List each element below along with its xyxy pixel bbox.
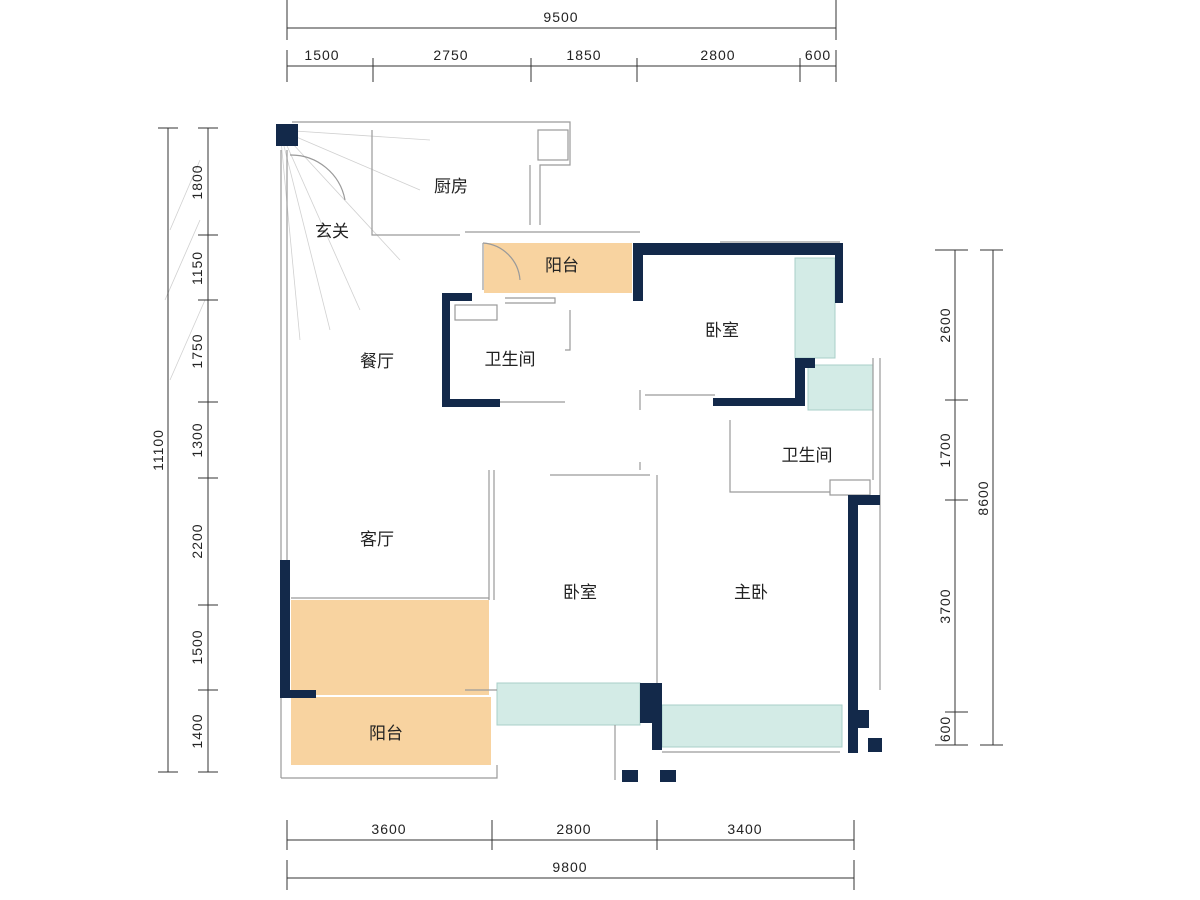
right-total-dimension: 8600 xyxy=(975,480,991,515)
south-bedroom-label: 卧室 xyxy=(563,583,597,603)
living-balcony-fill xyxy=(291,600,489,695)
top-dimensions: 9500 1500 2750 1850 2800 600 xyxy=(286,0,837,82)
bottom-segment-dimension: 3400 xyxy=(727,821,762,837)
living-room-label: 客厅 xyxy=(360,530,394,550)
north-balcony-label: 阳台 xyxy=(545,256,579,276)
entrance-label: 玄关 xyxy=(315,222,349,242)
dining-room-label: 餐厅 xyxy=(360,352,394,372)
room-fills xyxy=(291,243,874,765)
north-bedroom-label: 卧室 xyxy=(705,321,739,341)
master-bedroom-label: 主卧 xyxy=(734,583,768,603)
structural-walls xyxy=(276,124,882,782)
left-segment-dimension: 1400 xyxy=(189,713,205,748)
north-balcony-fill xyxy=(484,243,632,293)
top-segment-dimension: 1500 xyxy=(304,47,339,63)
left-segment-dimension: 1800 xyxy=(189,164,205,199)
right-dimensions: 2600 1700 3700 600 8600 xyxy=(935,249,1003,746)
left-segment-dimension: 1300 xyxy=(189,422,205,457)
right-segment-dimension: 600 xyxy=(937,716,953,742)
left-dimensions: 11100 1800 1150 1750 1300 2200 1500 1400 xyxy=(150,127,218,773)
right-segment-dimension: 1700 xyxy=(937,432,953,467)
right-segment-dimension: 3700 xyxy=(937,588,953,623)
left-segment-dimension: 1750 xyxy=(189,333,205,368)
bottom-total-dimension: 9800 xyxy=(552,859,587,875)
left-total-dimension: 11100 xyxy=(150,429,166,471)
right-segment-dimension: 2600 xyxy=(937,307,953,342)
south-balcony-label: 阳台 xyxy=(369,724,403,744)
bottom-dimensions: 3600 2800 3400 9800 xyxy=(286,820,855,890)
partition-walls xyxy=(280,121,881,780)
bottom-segment-dimension: 2800 xyxy=(556,821,591,837)
bottom-segment-dimension: 3600 xyxy=(371,821,406,837)
master-bay-window xyxy=(661,704,843,748)
top-total-dimension: 9500 xyxy=(543,9,578,25)
bedroom-bay-window xyxy=(794,257,836,359)
left-segment-dimension: 2200 xyxy=(189,523,205,558)
left-segment-dimension: 1150 xyxy=(189,251,205,285)
bedroom-south-bay-window xyxy=(496,682,641,726)
kitchen-label: 厨房 xyxy=(434,177,468,197)
room-labels: 厨房 玄关 阳台 餐厅 卫生间 卧室 卫生间 客厅 卧室 主卧 阳台 xyxy=(315,177,833,744)
left-segment-dimension: 1500 xyxy=(189,629,205,664)
south-balcony-fill xyxy=(291,697,491,765)
public-bathroom-label: 卫生间 xyxy=(485,350,536,370)
entrance-light-rays xyxy=(164,129,431,381)
top-segment-dimension: 600 xyxy=(805,47,831,63)
master-bathroom-label: 卫生间 xyxy=(782,446,833,466)
top-segment-dimension: 2800 xyxy=(700,47,735,63)
top-segment-dimension: 2750 xyxy=(433,47,468,63)
bathroom-bay-window xyxy=(807,364,874,411)
top-segment-dimension: 1850 xyxy=(566,47,601,63)
